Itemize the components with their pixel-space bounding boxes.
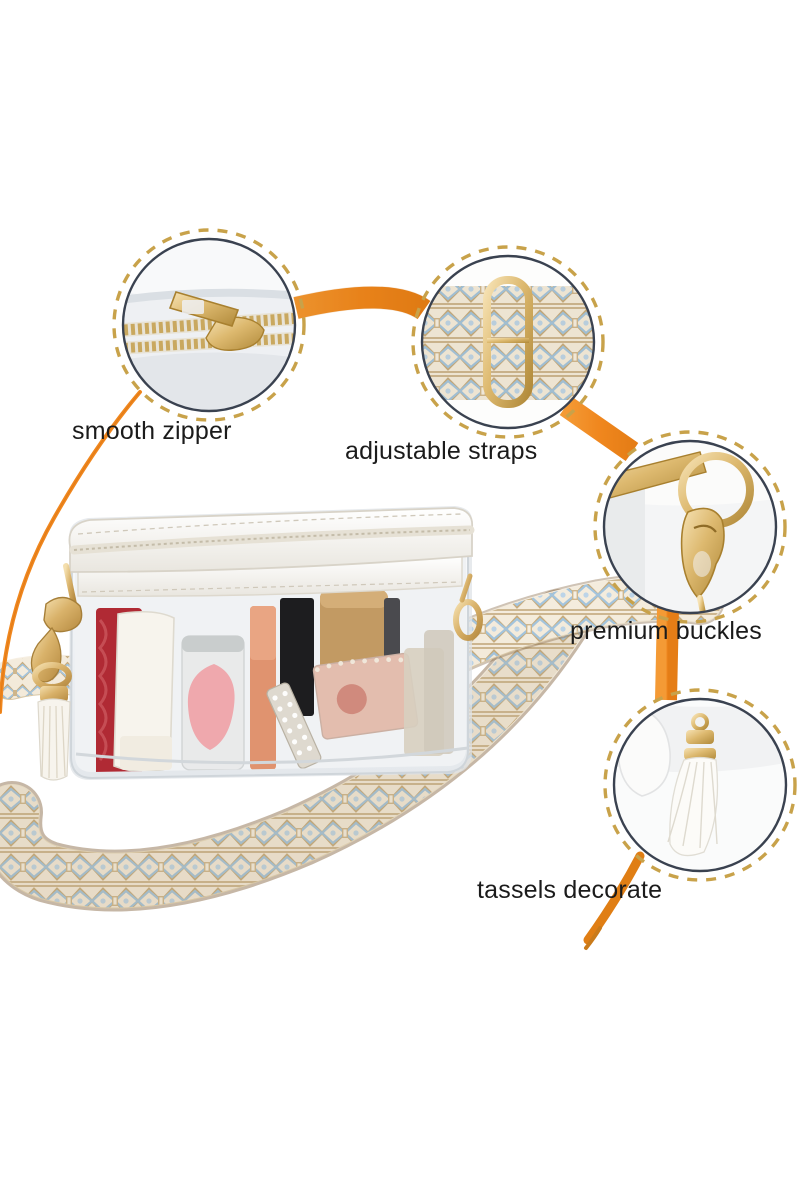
bag-left-hardware: [30, 563, 83, 781]
callout-label-smooth-zipper: smooth zipper: [72, 417, 232, 445]
circle-border-1: [121, 237, 297, 413]
connector-band-1-2: [293, 286, 431, 320]
callout-image-4: [614, 699, 786, 871]
callout-image-1: [123, 239, 295, 411]
circle-border-3: [602, 439, 778, 615]
connector-band-3-4: [655, 607, 679, 701]
connector-tail-bottom: [583, 851, 645, 945]
dashed-ring-1: [112, 228, 306, 422]
callout-label-adjustable-straps: adjustable straps: [345, 437, 538, 465]
callout-image-3: [604, 441, 776, 613]
shoulder-strap: [0, 572, 725, 912]
dashed-ring-4: [603, 688, 797, 882]
dashed-ring-2: [411, 245, 605, 439]
callout-adjustable-straps[interactable]: [411, 245, 605, 439]
circle-border-2: [420, 254, 596, 430]
callout-image-2: [422, 256, 594, 428]
callout-label-tassels-decorate: tassels decorate: [477, 876, 663, 904]
callout-premium-buckles[interactable]: [593, 430, 787, 624]
clear-crossbody-bag: [30, 506, 483, 781]
dashed-ring-3: [593, 430, 787, 624]
callout-label-premium-buckles: premium buckles: [570, 617, 762, 645]
bag-right-hardware: [453, 573, 483, 641]
callout-tassels-decorate[interactable]: [603, 688, 797, 882]
circle-border-4: [612, 697, 788, 873]
callout-smooth-zipper[interactable]: [112, 228, 306, 422]
connector-band-2-3: [559, 396, 639, 462]
